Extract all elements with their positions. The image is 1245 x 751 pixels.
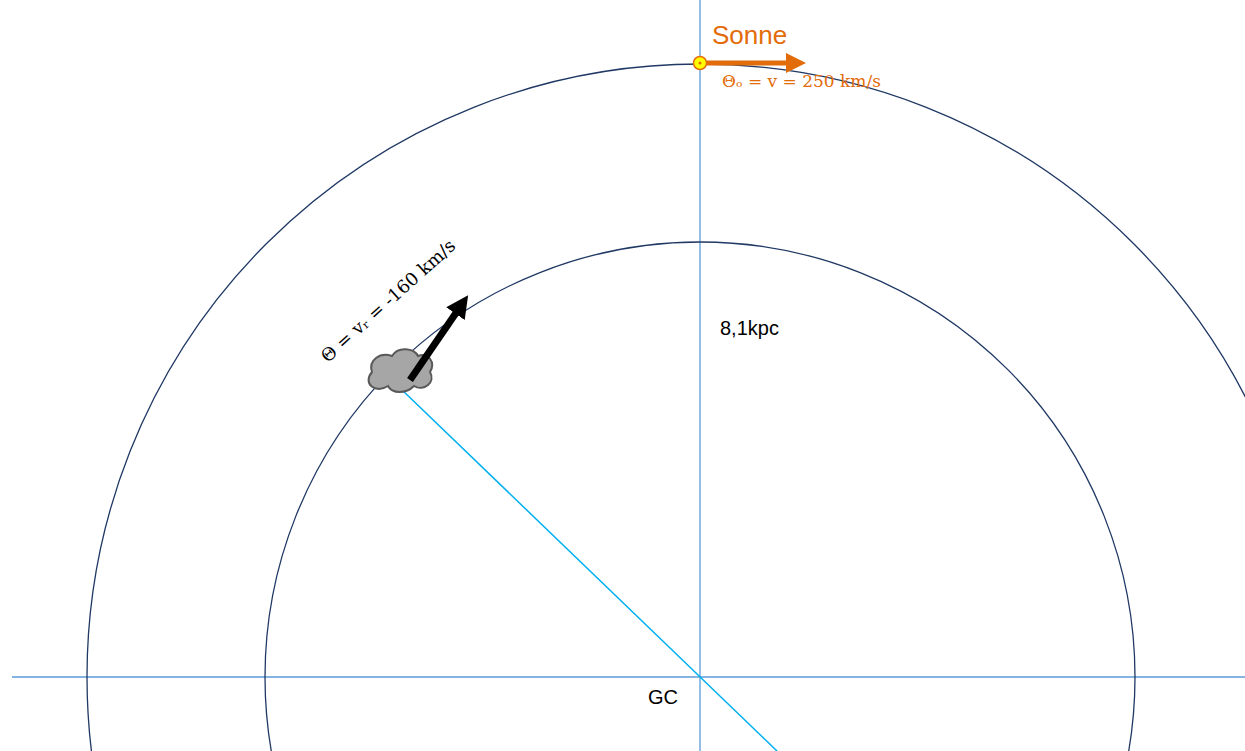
distance-label: 8,1kpc — [720, 317, 779, 340]
sun-speed-label: Θₒ = v = 250 km/s — [722, 71, 881, 91]
x-axis — [12, 676, 1245, 677]
sun-dot — [699, 62, 702, 65]
sun-velocity-arrow — [700, 61, 790, 66]
cloud-velocity-arrow — [410, 310, 458, 380]
y-axis — [699, 0, 700, 751]
radius-line — [400, 388, 777, 751]
cloud-speed-label: Θ = vᵣ = -160 km/s — [316, 234, 459, 366]
center-label: GC — [648, 686, 678, 709]
solar-orbit — [87, 64, 1245, 751]
sun-symbol — [694, 57, 707, 70]
sun-label: Sonne — [712, 20, 787, 51]
cloud-orbit — [265, 242, 1135, 751]
